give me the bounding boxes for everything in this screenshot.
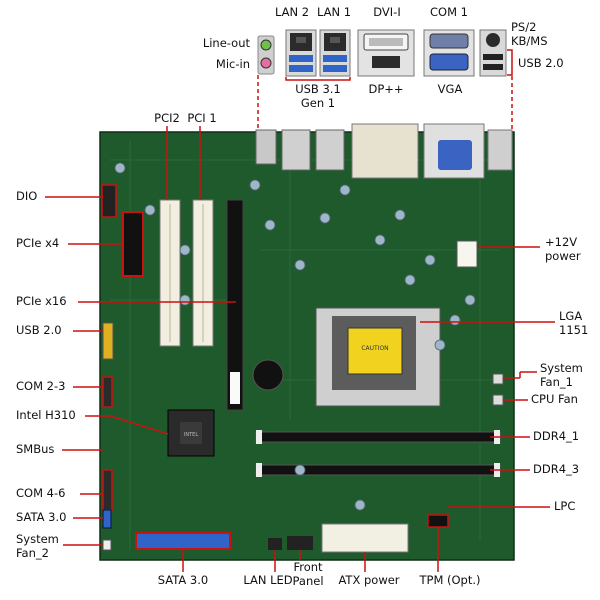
label-lga-1151: 1151 [559, 323, 589, 337]
cpu-sticker-text: CAUTION [361, 345, 388, 352]
label-tpm: TPM (Opt.) [419, 573, 481, 587]
label-atx-power: ATX power [338, 573, 400, 587]
label-sysfan2-line2: Fan_2 [16, 546, 49, 560]
label-dvi: DVI-I [373, 5, 401, 19]
label-pci1: PCI 1 [187, 111, 217, 125]
lan1-usb31-stack [319, 29, 351, 77]
cmos-battery [252, 359, 284, 391]
label-sysfan1-line1: System [540, 361, 583, 375]
label-pcie-x16: PCIe x16 [16, 294, 67, 308]
label-com1: COM 1 [430, 5, 468, 19]
label-pcie-x4: PCIe x4 [16, 236, 60, 250]
label-usb31-gen1: Gen 1 [300, 96, 336, 110]
label-lan1: LAN 1 [316, 5, 352, 19]
dashed-guides [257, 75, 513, 140]
rear-io-closeup [257, 29, 507, 77]
chip-marking: INTEL [184, 432, 198, 438]
callout-lines [45, 126, 555, 572]
label-ps2: PS/2 [511, 20, 537, 34]
label-ddr4-3: DDR4_3 [533, 462, 580, 476]
label-panel: Panel [292, 574, 324, 588]
mic-in-jack [260, 57, 272, 69]
label-usb31: USB 3.1 [295, 82, 341, 96]
label-mic-in: Mic-in [215, 57, 250, 71]
lan2-usb31-stack [285, 29, 317, 77]
ps2-port [486, 33, 500, 47]
audio-jacks [257, 35, 275, 75]
label-ddr4-1: DDR4_1 [533, 429, 580, 443]
com1-vga-stack [423, 29, 475, 77]
label-sata30-left: SATA 3.0 [16, 510, 67, 524]
label-usb20-top: USB 2.0 [518, 56, 564, 70]
dvi-dp-stack [357, 29, 415, 77]
label-sata30-bottom: SATA 3.0 [157, 573, 209, 587]
label-lpc: LPC [554, 499, 576, 513]
label-smbus: SMBus [16, 442, 55, 456]
label-line-out: Line-out [202, 36, 250, 50]
label-lga: LGA [559, 309, 583, 323]
label-sysfan2-line1: System [16, 532, 59, 546]
label-dio: DIO [16, 189, 38, 203]
label-sysfan1-line2: Fan_1 [540, 375, 573, 389]
label-12v-power: power [545, 249, 581, 263]
label-usb20-left: USB 2.0 [16, 323, 62, 337]
label-kbms: KB/MS [511, 34, 548, 48]
line-out-jack [260, 39, 272, 51]
ps2-usb20-stack [479, 29, 507, 77]
label-pci2: PCI2 [154, 111, 180, 125]
label-intel-h310: Intel H310 [16, 408, 76, 422]
label-com23: COM 2-3 [16, 379, 66, 393]
label-lan-led: LAN LED [243, 573, 293, 587]
label-dp: DP++ [368, 82, 404, 96]
label-com46: COM 4-6 [16, 486, 66, 500]
board: INTEL CAUTION [99, 123, 515, 561]
label-cpu-fan: CPU Fan [531, 392, 578, 406]
label-vga: VGA [437, 82, 463, 96]
label-front: Front [293, 560, 323, 574]
label-12v: +12V [545, 235, 578, 249]
label-lan2: LAN 2 [274, 5, 310, 19]
